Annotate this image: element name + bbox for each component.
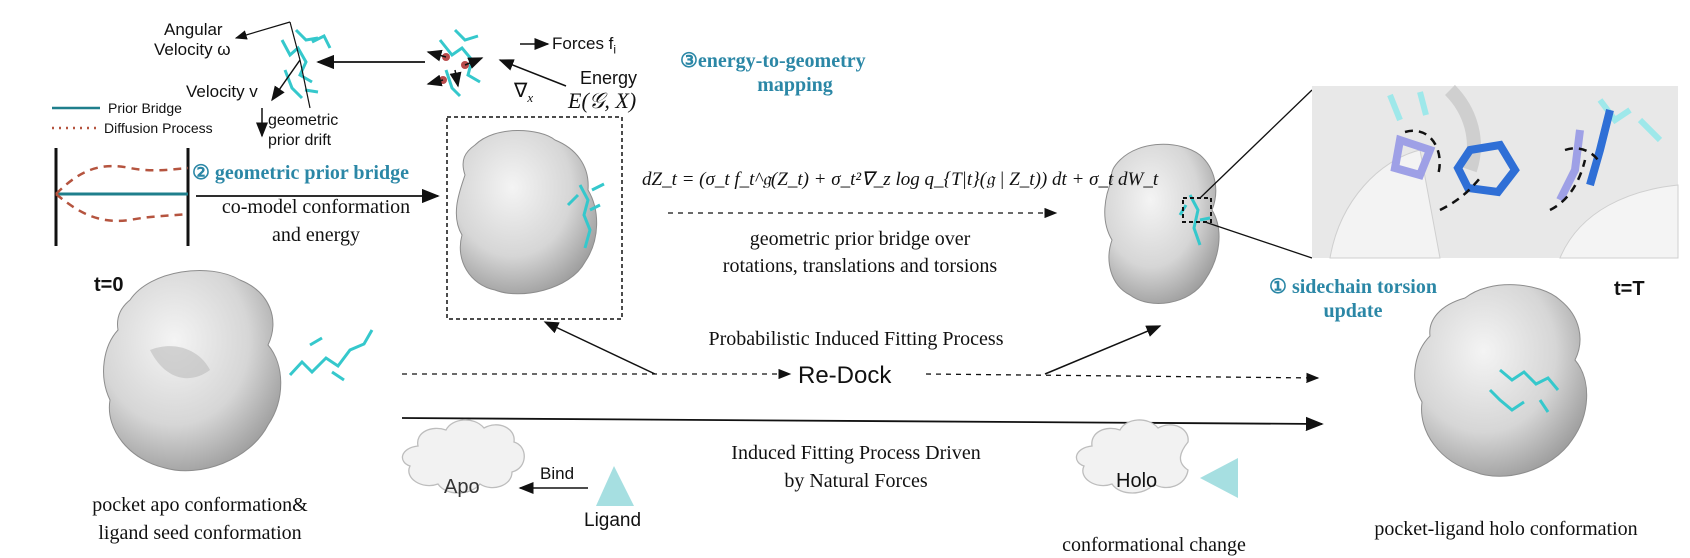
gradient-label: ∇x (514, 78, 533, 106)
energy-expression: E(𝒢, X) (568, 88, 637, 113)
co-model-line2: and energy (272, 224, 360, 246)
step2-label: ② geometric prior bridge (192, 162, 409, 184)
ligand-triangle-apo (596, 466, 634, 506)
gradient-subscript: x (527, 90, 534, 105)
step3-line2: mapping (757, 74, 833, 96)
apo-caption-line2: ligand seed conformation (98, 522, 302, 544)
redock-label: Re-Dock (798, 362, 892, 389)
holo-cloud-label: Holo (1116, 470, 1158, 492)
protein-surface-middle (455, 130, 598, 295)
apo-cloud-label: Apo (444, 476, 480, 498)
ligand-middle (566, 182, 605, 249)
apo-cloud-shape (401, 419, 525, 494)
ligand-seed (288, 329, 374, 382)
time-end-label: t=T (1614, 278, 1645, 300)
protein-surface-right (1104, 143, 1220, 304)
ligand-force-molecule (438, 28, 481, 98)
geometric-prior-drift-1: geometric (268, 112, 339, 129)
step1-line2: update (1323, 300, 1383, 322)
gradient-symbol: ∇ (514, 80, 528, 102)
bridge-schematic (54, 148, 190, 246)
induced-line1: Induced Fitting Process Driven (731, 442, 981, 464)
ligand-motion-molecule (280, 28, 332, 100)
conformational-change-label: conformational change (1062, 534, 1246, 556)
bridge-description-line1: geometric prior bridge over (749, 228, 971, 250)
force-arrows (426, 49, 484, 88)
step1-line1: ① sidechain torsion (1269, 276, 1437, 298)
co-model-line1: co-model conformation (221, 196, 411, 218)
ligand-label: Ligand (584, 510, 642, 531)
time-start-label: t=0 (94, 274, 124, 296)
apo-caption-line1: pocket apo conformation& (92, 494, 308, 516)
force-atoms (439, 53, 469, 84)
forces-label: Forces fi (552, 34, 616, 56)
legend-prior-bridge: Prior Bridge (108, 100, 182, 116)
protein-surface-holo (1414, 284, 1588, 477)
probabilistic-label: Probabilistic Induced Fitting Process (708, 328, 1004, 350)
ligand-holo (1488, 368, 1560, 413)
angular-velocity-label-1: Angular (164, 20, 223, 39)
bridge-description-line2: rotations, translations and torsions (722, 255, 998, 277)
step3-text: ③energy-to-geometry (680, 50, 866, 72)
velocity-label: Velocity v (186, 82, 258, 101)
holo-cloud-shape (1075, 419, 1189, 494)
induced-line2: by Natural Forces (784, 470, 928, 492)
ligand-triangle-holo (1200, 458, 1238, 498)
bind-label: Bind (540, 464, 575, 483)
holo-caption: pocket-ligand holo conformation (1374, 518, 1638, 540)
legend-diffusion-process: Diffusion Process (104, 120, 213, 136)
sde-equation: dZ_t = (σ_t f_t^𝔤(Z_t) + σ_t²∇_z log q_{… (642, 169, 1159, 190)
forces-subscript: i (613, 42, 617, 57)
zoom-inset (1312, 85, 1679, 259)
forces-text: Forces f (552, 34, 614, 53)
angular-velocity-label-2: Velocity ω (154, 40, 231, 59)
step3-line1: ③energy-to-geometry (680, 48, 910, 73)
geometric-prior-drift-2: prior drift (268, 132, 332, 149)
dashed-box (446, 116, 623, 320)
energy-label: Energy (580, 68, 638, 88)
